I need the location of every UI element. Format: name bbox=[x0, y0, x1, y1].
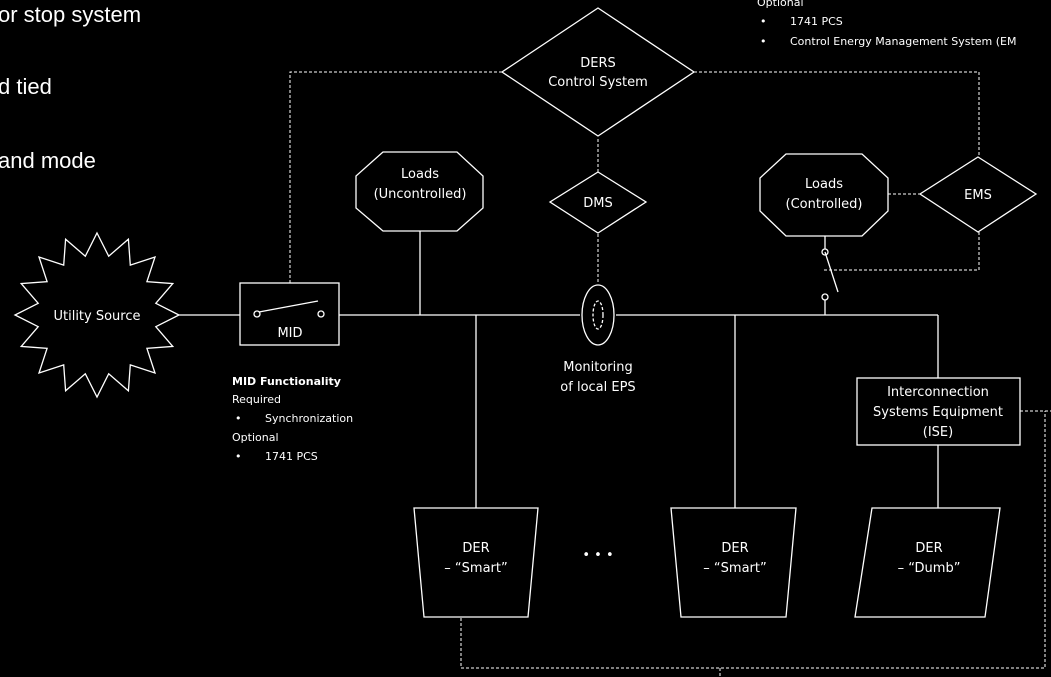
utility-source: Utility Source bbox=[13, 231, 181, 399]
mid-label: MID bbox=[277, 326, 302, 341]
ems-label: EMS bbox=[964, 188, 992, 203]
der-smart-2-label-1: DER bbox=[721, 541, 748, 556]
slide-text-line-2: d tied bbox=[0, 74, 52, 99]
loads-uncontrolled: Loads (Uncontrolled) bbox=[355, 151, 484, 232]
ise-label-2: Systems Equipment bbox=[873, 405, 1003, 420]
ders-control-label-2: Control System bbox=[548, 75, 648, 90]
ise-box: Interconnection Systems Equipment (ISE) bbox=[856, 377, 1021, 446]
mid-box: MID bbox=[239, 282, 340, 346]
ise-label-1: Interconnection bbox=[887, 385, 989, 400]
der-smart-2-label-2: – “Smart” bbox=[703, 561, 766, 576]
loads-uncontrolled-label-1: Loads bbox=[401, 167, 439, 182]
der-dumb-label-1: DER bbox=[915, 541, 942, 556]
mid-optional-label: Optional bbox=[232, 431, 279, 444]
ders-control-label-1: DERS bbox=[580, 56, 616, 71]
mid-functionality-title: MID Functionality bbox=[232, 375, 341, 388]
note-heading: Optional bbox=[757, 0, 804, 9]
dms: DMS bbox=[548, 171, 648, 234]
mid-bullet: • bbox=[235, 450, 242, 463]
slide-text-line-1: or stop system bbox=[0, 2, 141, 27]
der-smart-1: DER – “Smart” bbox=[413, 507, 539, 618]
loads-controlled-label-1: Loads bbox=[805, 177, 843, 192]
control-links bbox=[289, 71, 1051, 677]
power-bus bbox=[179, 231, 939, 508]
der-smart-1-label-1: DER bbox=[462, 541, 489, 556]
monitoring-label-2: of local EPS bbox=[560, 380, 635, 395]
mid-bullet: • bbox=[235, 412, 242, 425]
der-smart-2: DER – “Smart” bbox=[670, 507, 797, 618]
top-right-note: Optional • 1741 PCS • Control Energy Man… bbox=[757, 0, 1016, 48]
mid-required-label: Required bbox=[232, 393, 281, 406]
der-smart-1-label-2: – “Smart” bbox=[444, 561, 507, 576]
der-ellipsis: • • • bbox=[582, 548, 613, 563]
mid-optional-item: 1741 PCS bbox=[265, 450, 318, 463]
mid-functionality: MID Functionality Required • Synchroniza… bbox=[232, 375, 353, 463]
der-dumb: DER – “Dumb” bbox=[854, 507, 1001, 618]
note-bullet: • bbox=[760, 35, 767, 48]
der-comm-bus bbox=[460, 411, 1046, 669]
dms-label: DMS bbox=[583, 196, 612, 211]
utility-source-label: Utility Source bbox=[53, 309, 140, 324]
slide-text-line-3: and mode bbox=[0, 148, 96, 173]
ems: EMS bbox=[918, 156, 1038, 233]
load-switch bbox=[821, 248, 839, 301]
control-link-mid bbox=[289, 71, 502, 283]
note-item-1: 1741 PCS bbox=[790, 15, 843, 28]
loads-controlled-label-2: (Controlled) bbox=[786, 197, 863, 212]
loads-uncontrolled-label-2: (Uncontrolled) bbox=[374, 187, 467, 202]
mid-required-item: Synchronization bbox=[265, 412, 353, 425]
ders-control-system: DERS Control System bbox=[500, 7, 696, 137]
control-link-switch bbox=[694, 71, 980, 271]
monitoring-label-1: Monitoring bbox=[563, 360, 633, 375]
monitoring-ct: Monitoring of local EPS bbox=[560, 284, 636, 395]
der-dumb-label-2: – “Dumb” bbox=[898, 561, 961, 576]
note-item-2: Control Energy Management System (EM bbox=[790, 35, 1016, 48]
mid-switch-blade bbox=[258, 300, 319, 313]
note-bullet: • bbox=[760, 15, 767, 28]
ise-label-3: (ISE) bbox=[923, 425, 953, 440]
loads-controlled: Loads (Controlled) bbox=[759, 153, 889, 237]
